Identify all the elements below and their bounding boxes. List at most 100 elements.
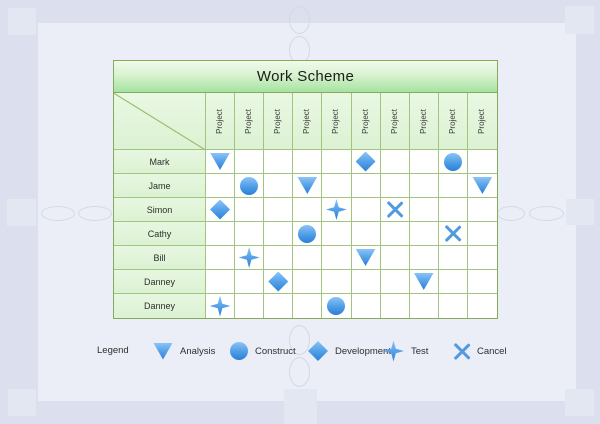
- column-header-label: Project: [418, 108, 428, 134]
- matrix-cell: [438, 198, 468, 222]
- matrix-cell: [351, 222, 381, 246]
- cancel-icon: [386, 201, 403, 218]
- development-icon: [308, 341, 328, 361]
- matrix-cell: [351, 150, 381, 174]
- matrix-cell: [322, 270, 352, 294]
- matrix-cell: [264, 294, 294, 318]
- matrix-cell: [264, 174, 294, 198]
- legend-item-label: Test: [411, 345, 429, 357]
- column-header-label: Project: [447, 108, 457, 134]
- matrix-cell: [409, 150, 439, 174]
- matrix-cell: [351, 270, 381, 294]
- matrix-cell: [409, 270, 439, 294]
- matrix-cell: [380, 246, 410, 270]
- cancel-icon: [444, 225, 461, 242]
- column-header-project-9: Project: [438, 93, 468, 150]
- legend-item-analysis: Analysis: [153, 339, 215, 363]
- legend-item-label: Development: [335, 345, 391, 357]
- legend-item-development: Development: [308, 339, 391, 363]
- matrix-cell: [293, 246, 323, 270]
- matrix-cell: [438, 246, 468, 270]
- construct-icon: [298, 224, 317, 243]
- matrix-cell: [322, 198, 352, 222]
- matrix-cell: [467, 246, 497, 270]
- column-header-label: Project: [331, 108, 341, 134]
- matrix-cell: [438, 222, 468, 246]
- decor-square-mid-left: [7, 199, 36, 226]
- matrix-cell: [467, 270, 497, 294]
- matrix-cell: [293, 222, 323, 246]
- column-header-project-8: Project: [409, 93, 439, 150]
- matrix-cell: [206, 246, 236, 270]
- matrix-cell: [438, 174, 468, 198]
- matrix-cell: [351, 246, 381, 270]
- matrix-cell: [351, 198, 381, 222]
- row-name: Danney: [114, 294, 206, 318]
- development-icon: [210, 199, 231, 220]
- column-header-project-7: Project: [380, 93, 410, 150]
- development-icon: [268, 271, 289, 292]
- development-icon: [355, 151, 376, 172]
- matrix-cell: [235, 222, 265, 246]
- matrix-cell: [438, 150, 468, 174]
- column-header-project-6: Project: [351, 93, 381, 150]
- matrix-cell: [206, 198, 236, 222]
- matrix-cell: [206, 270, 236, 294]
- row-name: Mark: [114, 150, 206, 174]
- matrix-cell: [235, 174, 265, 198]
- matrix-cell: [235, 294, 265, 318]
- matrix-cell: [264, 150, 294, 174]
- decor-ellipse-top-1: [289, 6, 310, 34]
- legend-item-test: Test: [383, 339, 428, 363]
- matrix-cell: [380, 174, 410, 198]
- matrix-cell: [264, 270, 294, 294]
- cancel-icon: [453, 343, 470, 360]
- matrix-cell: [293, 198, 323, 222]
- matrix-cell: [467, 198, 497, 222]
- analysis-icon: [297, 177, 318, 194]
- construct-icon: [230, 342, 248, 360]
- column-header-label: Project: [215, 108, 225, 134]
- matrix-cell: [467, 222, 497, 246]
- construct-icon: [327, 297, 346, 315]
- legend-item-label: Cancel: [477, 345, 507, 357]
- test-icon: [325, 199, 347, 220]
- matrix-cell: [206, 222, 236, 246]
- matrix-cell: [380, 294, 410, 318]
- matrix-cell: [322, 150, 352, 174]
- matrix-cell: [438, 270, 468, 294]
- matrix-cell: [380, 270, 410, 294]
- decor-square-bottom-center: [284, 389, 317, 424]
- column-header-label: Project: [244, 108, 254, 134]
- test-icon: [383, 340, 404, 362]
- row-name: Bill: [114, 246, 206, 270]
- matrix-cell: [322, 222, 352, 246]
- analysis-icon: [413, 273, 434, 290]
- matrix-title: Work Scheme: [114, 61, 497, 93]
- column-header-project-2: Project: [235, 93, 265, 150]
- matrix-cell: [409, 198, 439, 222]
- decor-ellipse-left-2: [78, 206, 112, 221]
- matrix-cell: [235, 246, 265, 270]
- matrix-cell: [409, 222, 439, 246]
- test-icon: [209, 295, 231, 317]
- decor-ellipse-left-1: [41, 206, 75, 221]
- matrix-cell: [235, 150, 265, 174]
- row-name: Jame: [114, 174, 206, 198]
- matrix-cell: [351, 294, 381, 318]
- matrix-cell: [322, 174, 352, 198]
- column-header-label: Project: [302, 108, 312, 134]
- matrix-cell: [293, 150, 323, 174]
- column-header-project-3: Project: [264, 93, 294, 150]
- matrix-corner-cell: [114, 92, 206, 150]
- test-icon: [238, 247, 260, 268]
- matrix-cell: [467, 174, 497, 198]
- matrix-cell: [206, 174, 236, 198]
- matrix-cell: [409, 294, 439, 318]
- matrix-cell: [264, 222, 294, 246]
- matrix-cell: [264, 198, 294, 222]
- corner-diagonal-line: [114, 92, 205, 150]
